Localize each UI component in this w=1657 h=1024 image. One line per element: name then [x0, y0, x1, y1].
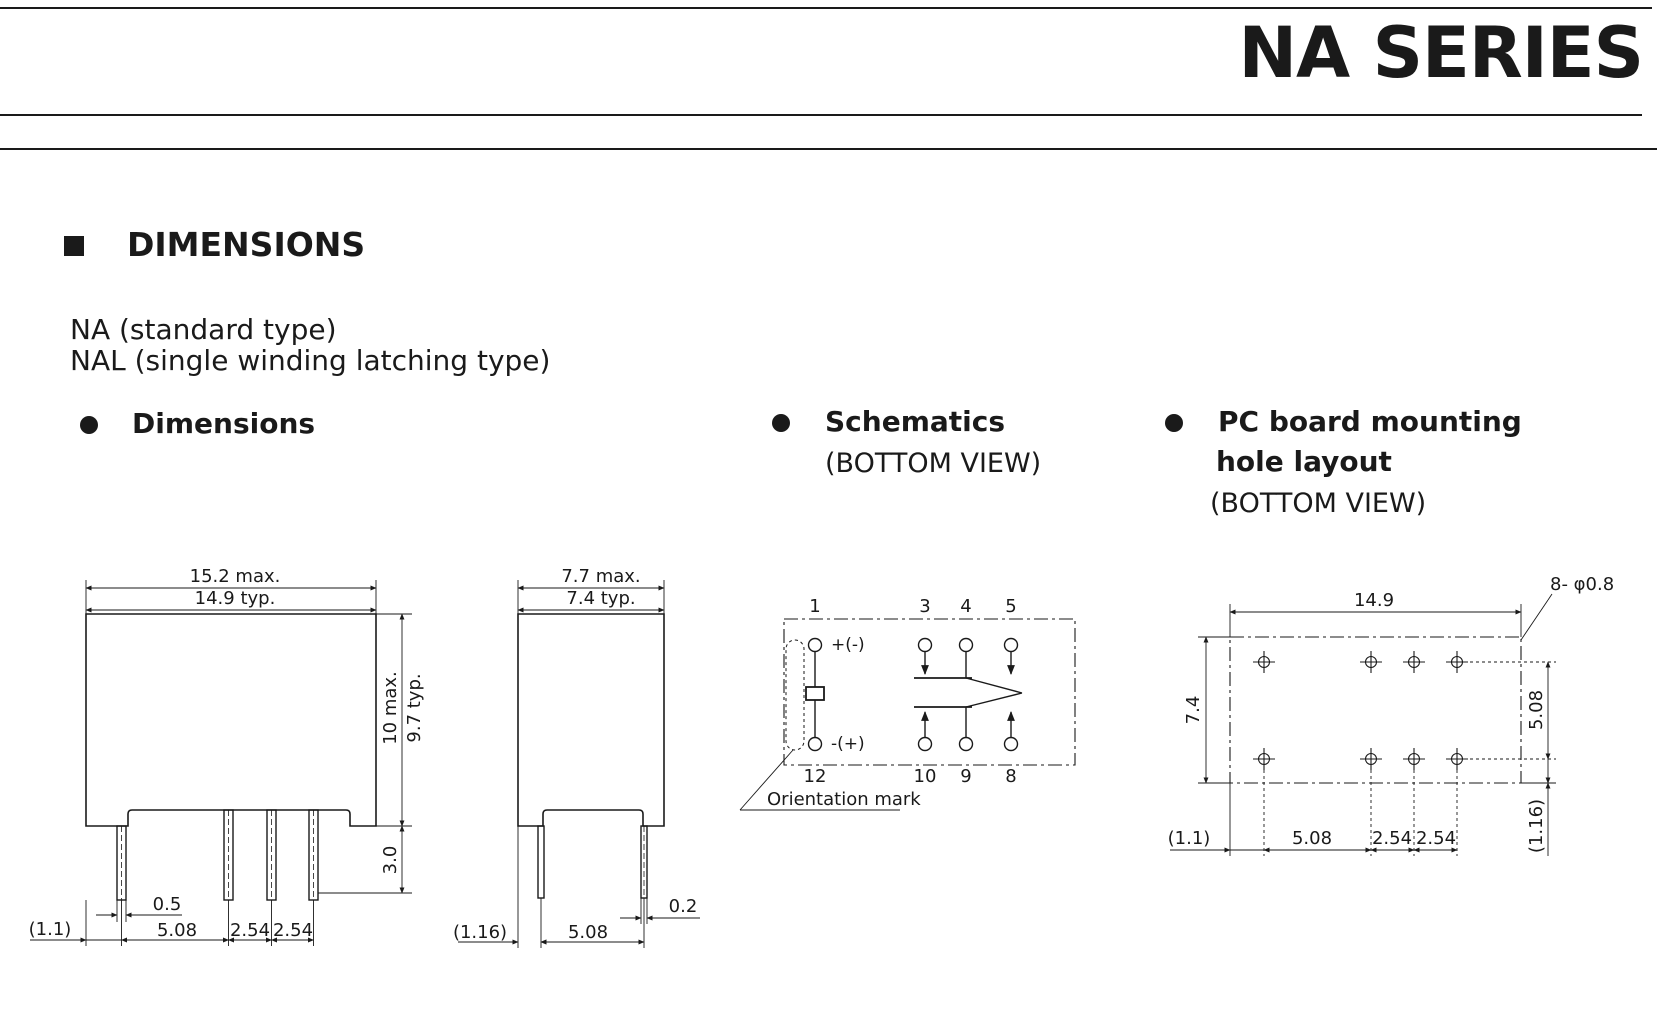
schematic-coil-minus: -(+) [831, 734, 865, 754]
pcb-holes-callout: 8- φ0.8 [1550, 574, 1614, 595]
pcb-width: 14.9 [1354, 590, 1394, 611]
bullet-schematics-icon [772, 414, 790, 432]
side-pin-thickness: 0.2 [669, 896, 698, 917]
bullet-pcb-icon [1165, 414, 1183, 432]
subsection-pcb-note: (BOTTOM VIEW) [1210, 488, 1427, 519]
pcb-height: 7.4 [1183, 696, 1204, 725]
schematic-pin-4: 4 [960, 596, 971, 617]
schematic-pin-10: 10 [914, 766, 937, 787]
front-height-max: 10 max. [380, 671, 401, 745]
pcb-pitch-main: 5.08 [1292, 828, 1332, 849]
front-width-typ: 14.9 typ. [195, 588, 276, 609]
side-width-max: 7.7 max. [561, 566, 640, 587]
subsection-pcb-title-line2: hole layout [1216, 445, 1392, 478]
bullet-dimensions-icon [80, 416, 98, 434]
subsection-schematics-note: (BOTTOM VIEW) [825, 448, 1042, 479]
header-top-rule [0, 7, 1652, 9]
front-pin-length: 3.0 [380, 846, 401, 875]
pcb-pitch-a: 2.54 [1372, 828, 1412, 849]
side-pitch: 5.08 [568, 922, 608, 943]
schematic-pin-12: 12 [804, 766, 827, 787]
schematic-pin-3: 3 [919, 596, 930, 617]
schematic-orientation-mark: Orientation mark [767, 789, 921, 810]
header-bottom-rule [0, 114, 1642, 116]
pcb-edge-offset-x: (1.1) [1168, 828, 1211, 849]
front-pitch-a: 2.54 [230, 920, 270, 941]
front-pin-width: 0.5 [153, 894, 182, 915]
pcb-row-pitch: 5.08 [1526, 690, 1547, 730]
type-line-nal: NAL (single winding latching type) [70, 344, 551, 377]
schematic-pin-9: 9 [960, 766, 971, 787]
subsection-pcb-title-line1: PC board mounting [1218, 405, 1522, 438]
schematic-pin-1: 1 [809, 596, 820, 617]
schematic-drawing [739, 618, 1076, 811]
pcb-edge-offset-y: (1.16) [1526, 799, 1547, 853]
pcb-pitch-b: 2.54 [1416, 828, 1456, 849]
schematic-pin-8: 8 [1005, 766, 1016, 787]
section-title: DIMENSIONS [127, 225, 366, 264]
schematic-pin-5: 5 [1005, 596, 1016, 617]
front-view-drawing [30, 580, 412, 946]
front-width-max: 15.2 max. [190, 566, 281, 587]
pcb-layout-drawing [1170, 593, 1556, 856]
type-line-na: NA (standard type) [70, 313, 337, 346]
front-pitch-main: 5.08 [157, 920, 197, 941]
front-edge-offset: (1.1) [29, 919, 72, 940]
side-view-drawing [458, 580, 700, 948]
section-square-icon [64, 236, 84, 256]
side-edge-offset: (1.16) [453, 922, 507, 943]
schematic-coil-plus: +(-) [831, 635, 865, 655]
subsection-schematics-title: Schematics [825, 405, 1006, 438]
header-second-rule [0, 148, 1657, 150]
subsection-dimensions-title: Dimensions [132, 407, 316, 440]
side-width-typ: 7.4 typ. [566, 588, 635, 609]
front-height-typ: 9.7 typ. [404, 673, 425, 742]
series-title: NA SERIES [1238, 12, 1644, 94]
front-pitch-b: 2.54 [273, 920, 313, 941]
